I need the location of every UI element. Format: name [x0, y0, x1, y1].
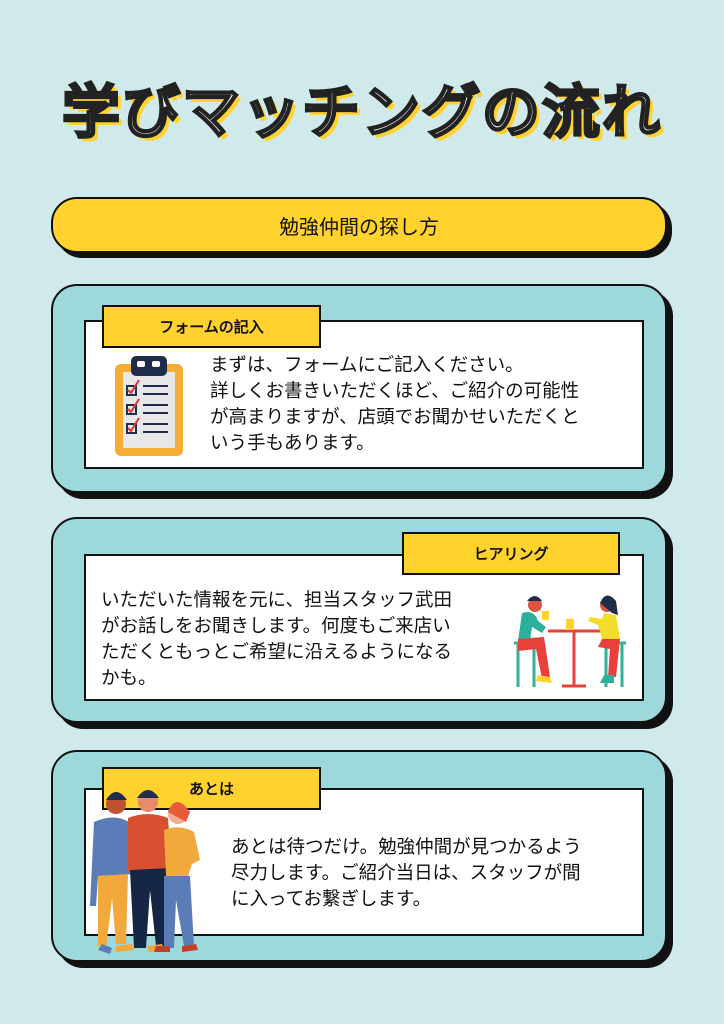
- clipboard-checklist-icon: [113, 356, 185, 458]
- three-friends-illustration: [86, 788, 211, 958]
- step-tag-label: あとは: [188, 780, 234, 798]
- subtitle-text: 勉強仲間の探し方: [279, 214, 439, 239]
- step-tag-label: フォームの記入: [159, 318, 264, 336]
- step-card-hearing: ヒアリング いただいた情報を元に、担当スタッフ武田 がお話しをお聞きします。何度…: [51, 517, 667, 723]
- step-tag-label: ヒアリング: [473, 545, 549, 563]
- two-people-at-table-illustration: [508, 591, 633, 691]
- page-title: 学びマッチングの流れ: [61, 77, 662, 148]
- step-tag-form: フォームの記入: [102, 305, 321, 348]
- step-tag-hearing: ヒアリング: [402, 532, 620, 575]
- step-description: まずは、フォームにご記入ください。 詳しくお書きいただくほど、ご紹介の可能性 が…: [210, 355, 580, 454]
- step-description: あとは待つだけ。勉強仲間が見つかるよう 尽力します。ご紹介当日は、スタッフが間 …: [231, 837, 582, 910]
- step-content-box: [84, 554, 644, 701]
- subtitle-banner: 勉強仲間の探し方: [51, 197, 667, 253]
- step-card-form: フォームの記入 まずは、フォームにご記入ください。 詳しくお書きいただ: [51, 284, 667, 493]
- step-description: いただいた情報を元に、担当スタッフ武田 がお話しをお聞きします。何度もご来店い …: [101, 590, 452, 689]
